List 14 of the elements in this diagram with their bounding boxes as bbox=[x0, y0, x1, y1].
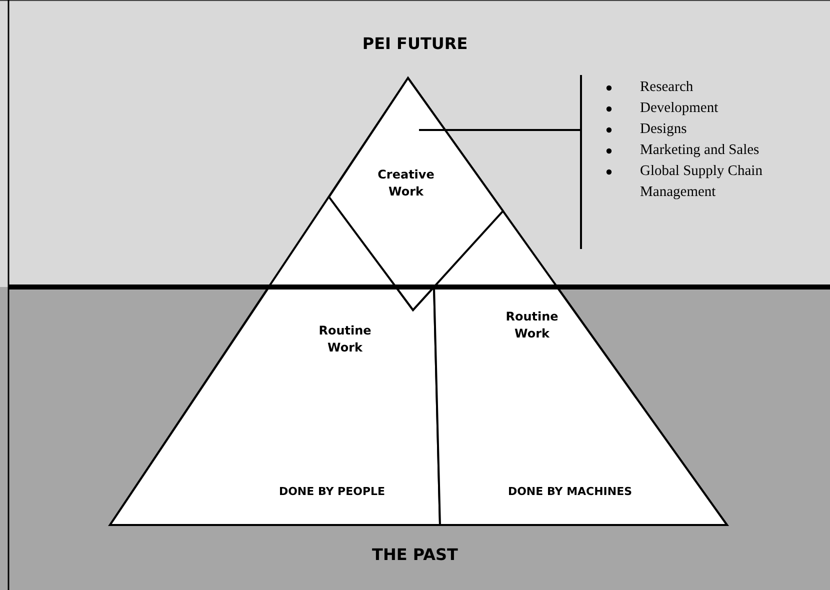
list-item: Designs bbox=[640, 120, 688, 139]
band-title: THE PAST bbox=[371, 545, 459, 564]
band-title: PEI FUTURE bbox=[361, 34, 469, 53]
leader-line bbox=[419, 129, 580, 131]
list-item: Development bbox=[640, 99, 720, 118]
section-label: Routine Work bbox=[504, 308, 560, 343]
list-item: Global Supply Chain Management bbox=[640, 162, 764, 202]
section-label: Creative Work bbox=[376, 166, 436, 201]
section-label: Routine Work bbox=[318, 322, 372, 357]
list-item: Marketing and Sales bbox=[640, 141, 760, 160]
section-caption: DONE BY PEOPLE bbox=[278, 484, 386, 500]
list-item: Research bbox=[640, 78, 694, 97]
past-band bbox=[0, 287, 830, 590]
section-caption: DONE BY MACHINES bbox=[506, 484, 634, 500]
